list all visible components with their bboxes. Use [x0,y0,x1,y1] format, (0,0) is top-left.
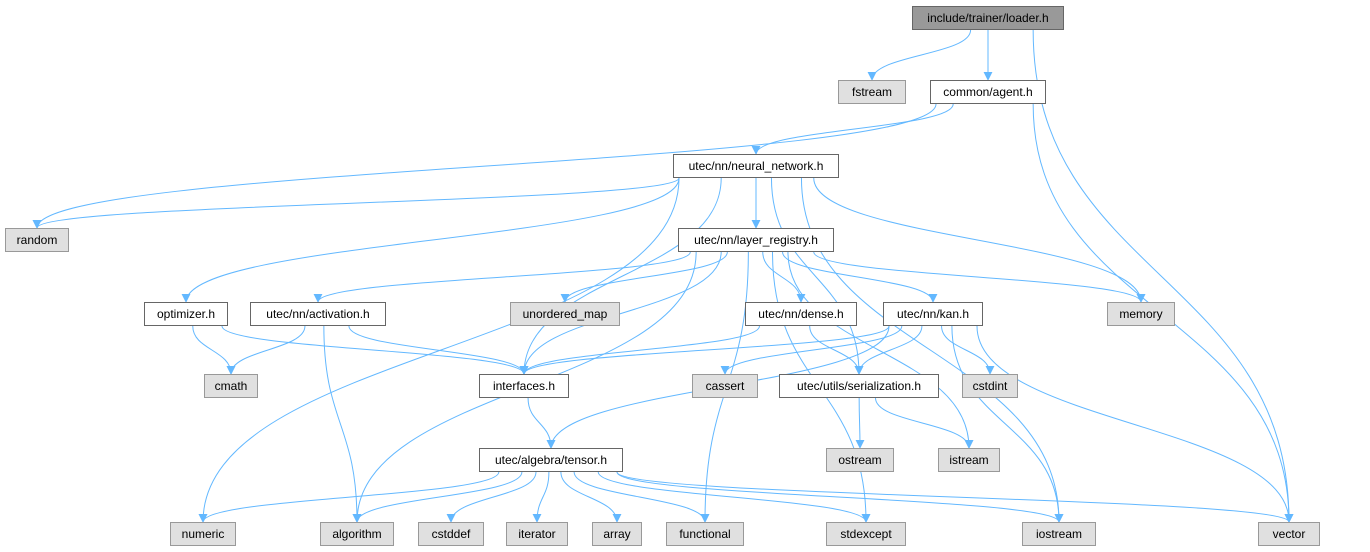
edge-interfaces-to-tensor [527,397,556,449]
node-random: random [5,228,69,252]
node-fstream: fstream [838,80,906,104]
edge-loader-to-vector [1032,29,1294,523]
edge-layer_registry-to-kan [782,251,938,303]
node-serialization-h[interactable]: utec/utils/serialization.h [779,374,939,398]
edge-optimizer-to-interfaces [221,325,529,375]
edge-kan-to-vector [976,325,1294,523]
edge-tensor-to-cstddef [446,471,537,523]
node-ostream: ostream [826,448,894,472]
node-iterator: iterator [506,522,568,546]
edge-kan-to-interfaces [519,325,890,375]
edge-dense-to-interfaces [519,325,760,375]
edge-layer_registry-to-memory [813,251,1146,303]
node-dense-h[interactable]: utec/nn/dense.h [745,302,857,326]
edge-layer_registry-to-activation [313,251,691,303]
edge-tensor-to-stdexcept [597,471,871,523]
edge-layer_registry-to-dense [762,251,806,303]
edge-kan-to-cstdint [941,325,995,375]
edge-agent-to-neural_network [751,103,954,155]
edge-kan-to-cassert [720,325,903,375]
edge-tensor-to-algorithm [352,471,523,523]
node-cstdint: cstdint [962,374,1018,398]
edge-tensor-to-numeric [198,471,500,523]
edge-agent-to-random [32,103,937,229]
edge-layer_registry-to-interfaces [519,251,722,375]
edge-activation-to-interfaces [348,325,529,375]
node-numeric: numeric [170,522,236,546]
edge-layer [32,29,1294,523]
edge-neural_network-to-random [32,177,680,229]
edge-tensor-to-iterator [532,471,550,523]
node-memory: memory [1107,302,1175,326]
node-iostream: iostream [1022,522,1096,546]
node-cstddef: cstddef [418,522,484,546]
edge-serialization-to-istream [875,397,974,449]
node-interfaces-h[interactable]: interfaces.h [479,374,569,398]
node-istream: istream [938,448,1000,472]
edge-tensor-to-vector [616,471,1294,523]
node-tensor-h[interactable]: utec/algebra/tensor.h [479,448,623,472]
node-loader-h[interactable]: include/trainer/loader.h [912,6,1064,30]
edge-layer_registry-to-istream [787,251,974,449]
edge-tensor-to-iostream [616,471,1064,523]
edge-neural_network-to-serialization [770,177,864,375]
node-array: array [592,522,642,546]
edge-tensor-to-array [560,471,622,523]
edge-kan-to-iostream [951,325,1064,523]
node-cassert: cassert [692,374,758,398]
edge-activation-to-cmath [226,325,306,375]
edge-neural_network-to-memory [813,177,1146,303]
edge-loader-to-fstream [867,29,972,81]
edge-tensor-to-functional [573,471,710,523]
node-algorithm: algorithm [320,522,394,546]
node-cmath: cmath [204,374,258,398]
edge-neural_network-to-numeric [198,177,680,523]
node-unordered-map: unordered_map [510,302,620,326]
edge-activation-to-algorithm [323,325,362,523]
edge-neural_network-to-optimizer [181,177,680,303]
node-activation-h[interactable]: utec/nn/activation.h [250,302,386,326]
edge-neural_network-to-interfaces [519,177,722,375]
edge-optimizer-to-cmath [192,325,236,375]
node-optimizer-h[interactable]: optimizer.h [144,302,228,326]
node-layer-registry-h[interactable]: utec/nn/layer_registry.h [678,228,834,252]
node-stdexcept: stdexcept [826,522,906,546]
node-functional: functional [666,522,744,546]
edge-kan-to-serialization [854,325,923,375]
edge-serialization-to-ostream [855,397,865,449]
edge-layer_registry-to-unordered_map [560,251,728,303]
node-kan-h[interactable]: utec/nn/kan.h [883,302,983,326]
node-agent-h[interactable]: common/agent.h [930,80,1046,104]
node-vector: vector [1258,522,1320,546]
node-neural-network-h[interactable]: utec/nn/neural_network.h [673,154,839,178]
